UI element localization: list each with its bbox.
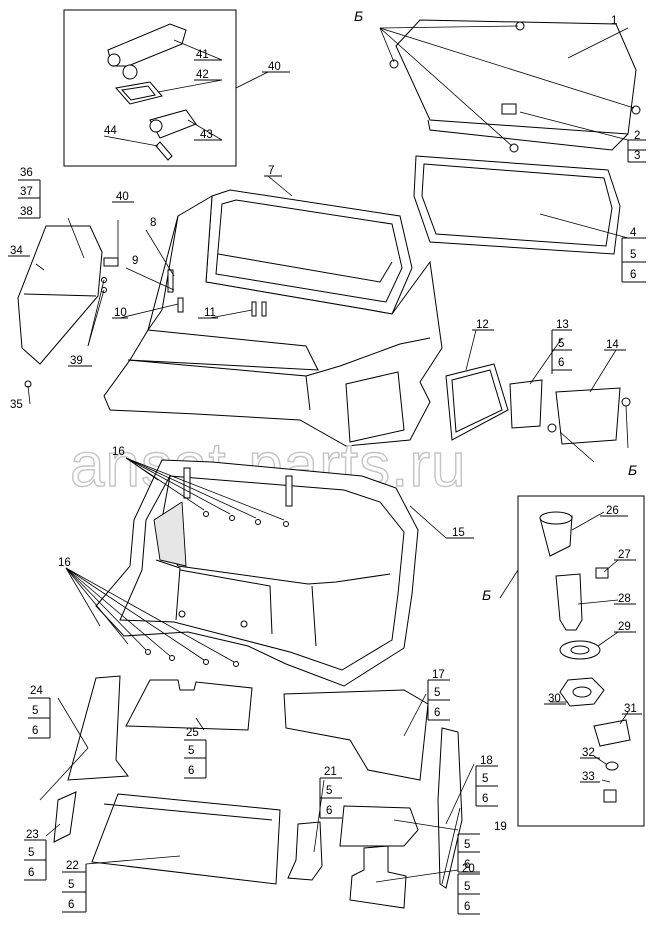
part-1-panel bbox=[395, 19, 637, 135]
label-18: 18 bbox=[480, 755, 493, 767]
label-20-6: 6 bbox=[464, 901, 470, 913]
label-42: 42 bbox=[196, 69, 209, 81]
part-20-bracket bbox=[349, 845, 407, 909]
window-parts bbox=[445, 329, 631, 463]
label-22: 22 bbox=[66, 860, 79, 872]
label-4-5: 5 bbox=[630, 249, 636, 261]
label-24-5: 5 bbox=[32, 705, 38, 717]
label-35: 35 bbox=[10, 399, 23, 411]
label-27: 27 bbox=[618, 549, 631, 561]
upper-housing bbox=[103, 175, 443, 447]
label-23-6: 6 bbox=[28, 867, 34, 879]
panel-4-group bbox=[413, 155, 629, 255]
label-16-left: 16 bbox=[58, 557, 71, 569]
label-17: 17 bbox=[432, 669, 445, 681]
part-22-panel bbox=[91, 793, 281, 885]
label-43: 43 bbox=[200, 129, 213, 141]
label-44: 44 bbox=[104, 125, 117, 137]
label-21: 21 bbox=[324, 766, 337, 778]
label-37: 37 bbox=[20, 186, 33, 198]
part-25-panel bbox=[125, 679, 253, 731]
label-13-6: 6 bbox=[558, 357, 564, 369]
label-4: 4 bbox=[630, 227, 637, 239]
label-41: 41 bbox=[196, 49, 209, 61]
part-8-cover bbox=[103, 195, 443, 447]
left-tray bbox=[17, 217, 119, 405]
part-23-strip bbox=[53, 791, 77, 843]
label-24: 24 bbox=[30, 685, 43, 697]
label-23: 23 bbox=[26, 829, 39, 841]
label-19-5: 5 bbox=[464, 839, 470, 851]
view-mark-right: Б bbox=[628, 462, 637, 478]
label-2: 2 bbox=[634, 130, 640, 142]
label-25-5: 5 bbox=[188, 745, 194, 757]
label-20: 20 bbox=[462, 863, 475, 875]
label-17-5: 5 bbox=[434, 687, 440, 699]
label-7: 7 bbox=[268, 165, 274, 177]
label-9: 9 bbox=[132, 255, 138, 267]
part-12-seal bbox=[445, 363, 509, 441]
lower-panels bbox=[39, 675, 475, 909]
label-25: 25 bbox=[186, 727, 199, 739]
label-18-5: 5 bbox=[482, 773, 488, 785]
label-19-6: 6 bbox=[464, 859, 470, 871]
label-14: 14 bbox=[606, 339, 619, 351]
part-18-panel bbox=[437, 727, 463, 889]
panel-1-group bbox=[379, 19, 641, 153]
label-22-6: 6 bbox=[68, 899, 74, 911]
label-24-6: 6 bbox=[32, 725, 38, 737]
label-4-6: 6 bbox=[630, 269, 636, 281]
part-24-panel bbox=[67, 675, 129, 781]
label-18-6: 6 bbox=[482, 793, 488, 805]
part-28-lock bbox=[555, 573, 583, 631]
label-26: 26 bbox=[606, 505, 619, 517]
part-31-clip bbox=[593, 719, 631, 747]
lower-frame bbox=[65, 457, 447, 687]
label-40-left: 40 bbox=[116, 191, 129, 203]
part-42-ring bbox=[115, 81, 163, 105]
part-21-bracket bbox=[287, 821, 323, 881]
label-36: 36 bbox=[20, 167, 33, 179]
label-16-top: 16 bbox=[112, 446, 125, 458]
label-31: 31 bbox=[624, 703, 637, 715]
view-mark-top: Б bbox=[354, 8, 363, 24]
label-33: 33 bbox=[582, 771, 595, 783]
part-19-panel bbox=[339, 805, 419, 847]
label-23-5: 5 bbox=[28, 847, 34, 859]
part-labels: Б Б Б 1 2 3 4 5 6 7 8 9 10 11 40 41 42 4… bbox=[8, 8, 646, 915]
part-44-pin bbox=[155, 141, 173, 161]
inset-detail-40 bbox=[63, 9, 269, 167]
label-11: 11 bbox=[204, 307, 216, 319]
label-40: 40 bbox=[268, 61, 281, 73]
label-30: 30 bbox=[548, 693, 561, 705]
part-17-panel bbox=[283, 689, 429, 781]
label-32: 32 bbox=[582, 747, 595, 759]
label-13-5: 5 bbox=[558, 338, 564, 350]
label-38: 38 bbox=[20, 206, 33, 218]
label-8: 8 bbox=[150, 217, 156, 229]
label-3: 3 bbox=[634, 150, 640, 162]
label-29: 29 bbox=[618, 621, 631, 633]
label-20-5: 5 bbox=[464, 881, 470, 893]
part-14-window bbox=[555, 387, 621, 445]
label-21-5: 5 bbox=[326, 785, 332, 797]
label-10: 10 bbox=[114, 307, 127, 319]
part-13-plate bbox=[509, 379, 543, 429]
label-21-6: 6 bbox=[326, 805, 332, 817]
label-1: 1 bbox=[611, 15, 617, 27]
label-25-6: 6 bbox=[188, 765, 194, 777]
label-34: 34 bbox=[10, 245, 23, 257]
label-15: 15 bbox=[452, 527, 465, 539]
label-39: 39 bbox=[70, 355, 83, 367]
label-17-6: 6 bbox=[434, 707, 440, 719]
view-mark-detail: Б bbox=[482, 587, 491, 603]
label-12: 12 bbox=[476, 319, 489, 331]
label-28: 28 bbox=[618, 593, 631, 605]
label-22-5: 5 bbox=[68, 879, 74, 891]
detail-view-b bbox=[499, 495, 645, 827]
label-19: 19 bbox=[494, 821, 507, 833]
part-4-gasket bbox=[413, 155, 621, 255]
label-13: 13 bbox=[556, 319, 569, 331]
